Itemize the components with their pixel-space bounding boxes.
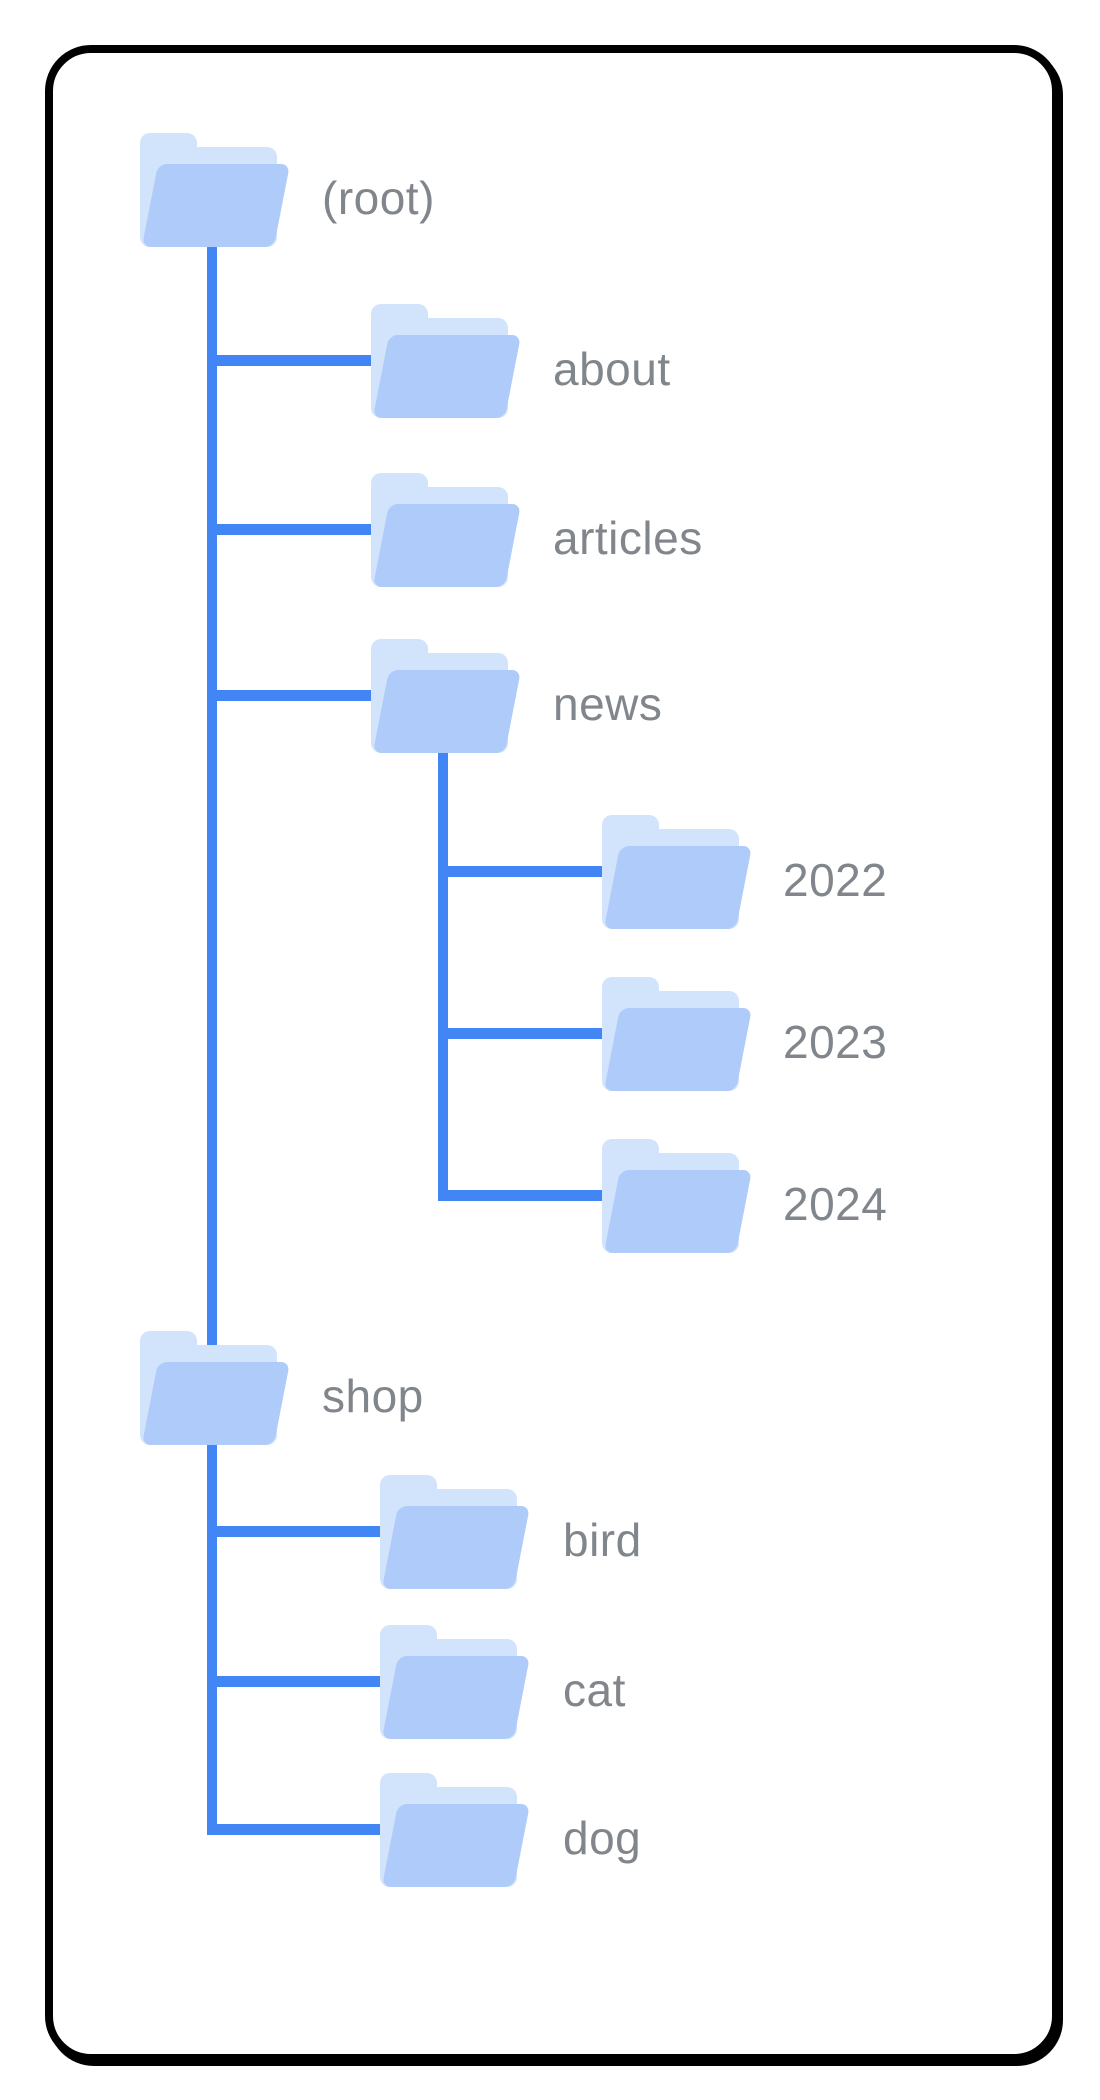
folder-label-dog: dog: [563, 1812, 642, 1864]
folder-front-flap: [603, 1170, 752, 1253]
folder-icon-about: [371, 304, 521, 418]
folder-front-flap: [372, 504, 521, 587]
folder-icon-articles: [371, 473, 521, 587]
folder-front-flap: [603, 1008, 752, 1091]
folder-front-flap: [381, 1804, 530, 1887]
branch-line-articles: [207, 524, 430, 535]
folder-icon-2023: [602, 977, 752, 1091]
folder-front-flap: [381, 1656, 530, 1739]
folder-icon-news: [371, 639, 521, 753]
folder-label-bird: bird: [563, 1514, 642, 1566]
trunk-line-root: [207, 247, 217, 1835]
folder-label-about: about: [553, 343, 671, 395]
branch-line-2024: [438, 1190, 640, 1201]
folder-front-flap: [141, 1362, 290, 1445]
branch-line-news: [207, 690, 430, 701]
folder-icon-dog: [380, 1773, 530, 1887]
folder-icon-cat: [380, 1625, 530, 1739]
folder-front-flap: [372, 335, 521, 418]
folder-label-2024: 2024: [783, 1178, 888, 1230]
folder-icon-2022: [602, 815, 752, 929]
branch-line-2023: [438, 1028, 640, 1039]
folder-label-news: news: [553, 678, 663, 730]
folder-icon-2024: [602, 1139, 752, 1253]
branch-line-about: [207, 355, 430, 366]
folder-front-flap: [381, 1506, 530, 1589]
folder-front-flap: [141, 164, 290, 247]
folder-icon-shop: [140, 1331, 290, 1445]
branch-line-cat: [207, 1676, 440, 1687]
branch-line-bird: [207, 1526, 440, 1537]
folder-label-2023: 2023: [783, 1016, 888, 1068]
folder-icon-bird: [380, 1475, 530, 1589]
branch-line-2022: [438, 866, 640, 877]
folder-front-flap: [603, 846, 752, 929]
folder-icon-root: [140, 133, 290, 247]
trunk-line-news: [438, 753, 448, 1201]
branch-line-dog: [207, 1824, 440, 1835]
folder-label-cat: cat: [563, 1664, 626, 1716]
folder-label-root: (root): [322, 172, 435, 224]
folder-label-articles: articles: [553, 512, 703, 564]
folder-label-2022: 2022: [783, 854, 888, 906]
folder-label-shop: shop: [322, 1370, 424, 1422]
folder-front-flap: [372, 670, 521, 753]
